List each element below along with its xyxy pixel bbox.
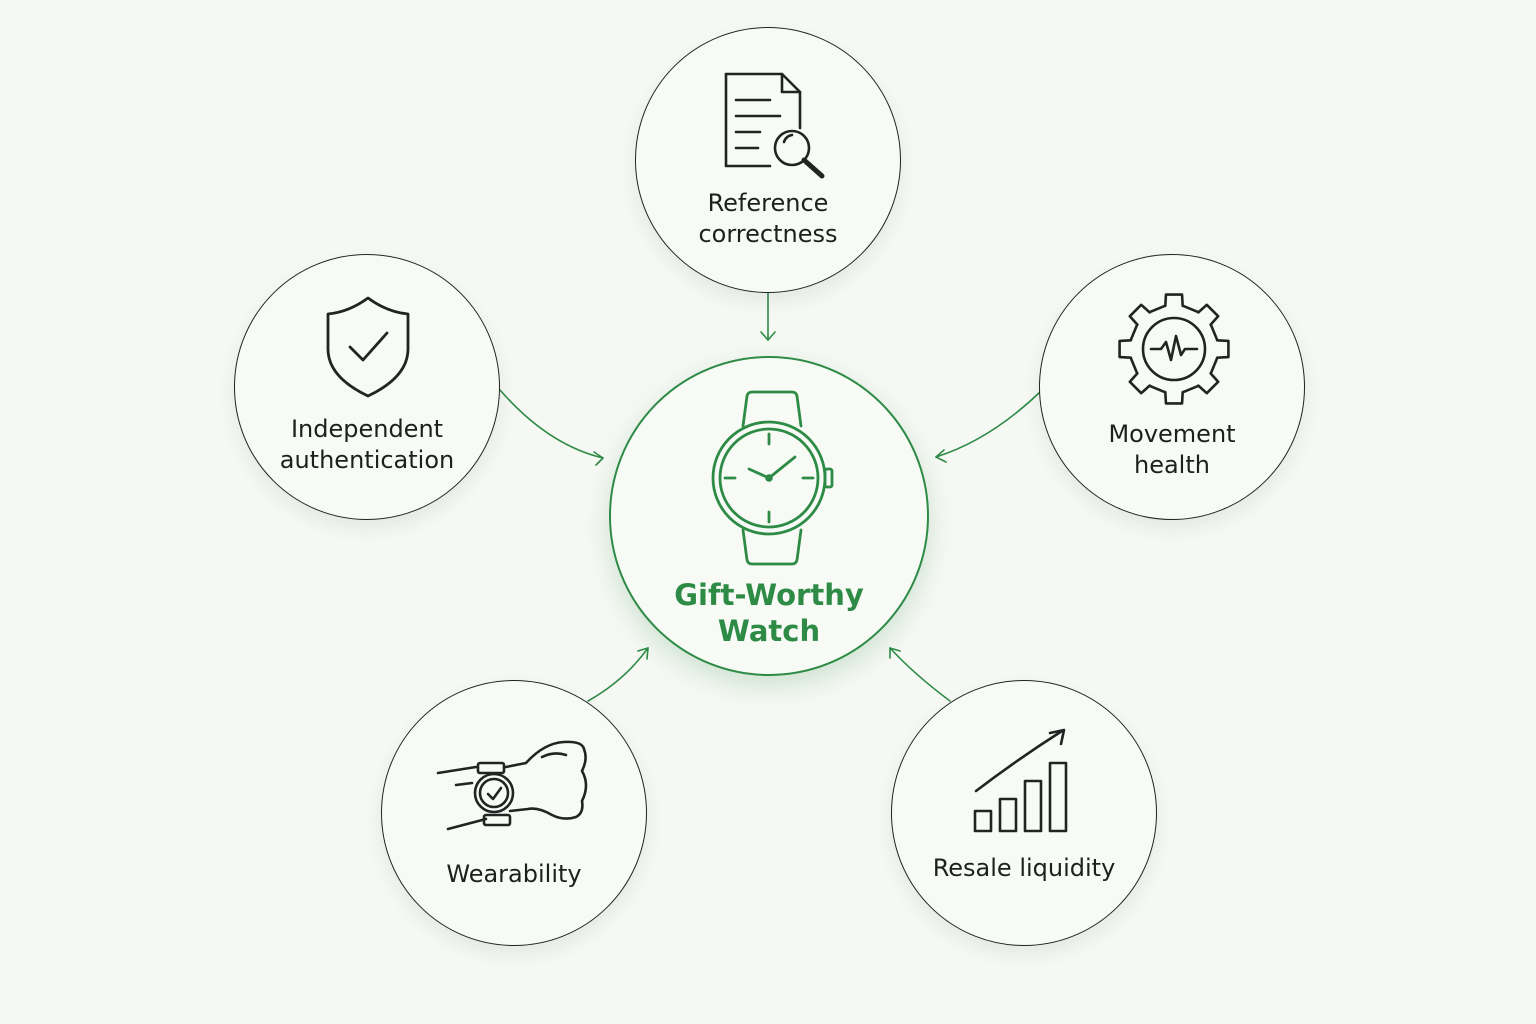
factor-wearability: Wearability bbox=[381, 680, 647, 946]
gear-heartbeat-icon bbox=[1118, 293, 1230, 405]
wrist-watch-icon bbox=[436, 740, 588, 831]
factor-wearability-label: Wearability bbox=[446, 860, 582, 888]
factor-authentication: Independent authentication bbox=[234, 254, 500, 520]
factor-reference-label-line2: correctness bbox=[698, 220, 838, 248]
connector-authentication bbox=[499, 389, 604, 466]
factor-reference-label-line1: Reference bbox=[707, 189, 829, 217]
center-title-line2: Watch bbox=[717, 614, 821, 648]
growth-chart-icon bbox=[973, 728, 1068, 833]
factor-resale-label: Resale liquidity bbox=[932, 854, 1116, 882]
connector-resale bbox=[889, 647, 951, 702]
connector-movement bbox=[935, 391, 1041, 463]
center-title-line1: Gift-Worthy bbox=[674, 578, 864, 612]
factor-authentication-label-line1: Independent bbox=[290, 415, 444, 443]
wristwatch-icon bbox=[711, 390, 834, 566]
connector-wearability bbox=[587, 647, 649, 702]
connector-reference bbox=[760, 292, 776, 341]
factor-movement: Movement health bbox=[1039, 254, 1305, 520]
factor-resale: Resale liquidity bbox=[891, 680, 1157, 946]
factor-reference: Reference correctness bbox=[635, 27, 901, 293]
factor-movement-label-line2: health bbox=[1134, 451, 1210, 479]
factor-movement-label-line1: Movement bbox=[1108, 420, 1236, 448]
center-gift-worthy-watch: Gift-Worthy Watch bbox=[609, 356, 929, 676]
document-search-icon bbox=[724, 72, 825, 179]
shield-check-icon bbox=[326, 296, 410, 398]
factor-authentication-label-line2: authentication bbox=[279, 446, 455, 474]
